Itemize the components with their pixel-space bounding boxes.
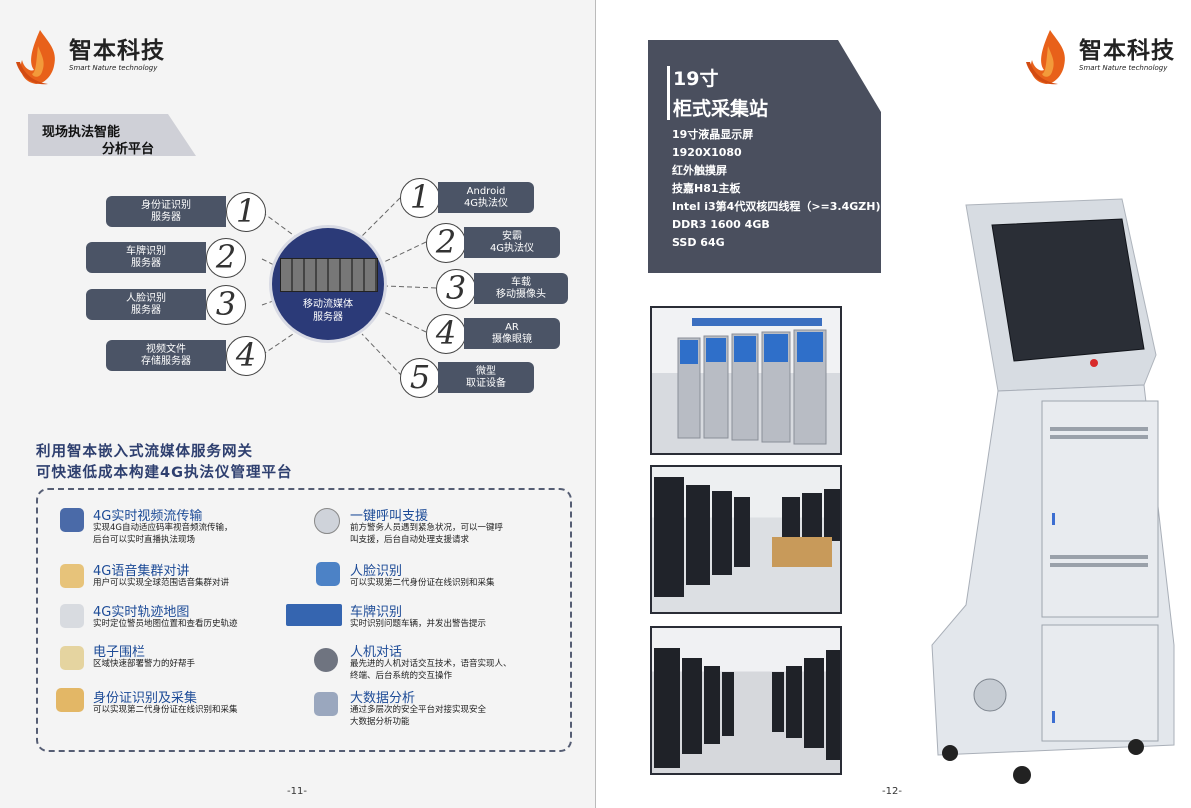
page-12: 智本科技 Smart Nature technology 19寸 柜式采集站 1… bbox=[596, 0, 1191, 808]
sos-icon bbox=[314, 508, 340, 534]
feature-title: 身份证识别及采集 bbox=[93, 691, 198, 706]
node-number: 1 bbox=[400, 178, 440, 218]
spec-line: 1920X1080 bbox=[672, 146, 742, 159]
brand-name-en: Smart Nature technology bbox=[69, 64, 158, 72]
brand-name-cn: 智本科技 bbox=[69, 38, 165, 64]
node-micro-device: 微型 取证设备 bbox=[438, 362, 534, 393]
spec-line: Intel i3第4代双核四线程（>=3.4GZH) bbox=[672, 200, 881, 213]
section-title: 现场执法智能 分析平台 bbox=[28, 114, 196, 156]
photo-cabinet-row bbox=[650, 306, 842, 455]
page-number: -12- bbox=[882, 786, 902, 797]
kiosk-hall-illustration bbox=[654, 648, 840, 768]
feature-title: 人机对话 bbox=[350, 645, 403, 660]
spec-accent-bar bbox=[667, 66, 670, 120]
speaker-icon bbox=[314, 648, 338, 672]
server-rack-icon bbox=[280, 258, 378, 292]
license-plate-icon bbox=[286, 604, 342, 626]
spec-line: DDR3 1600 4GB bbox=[672, 218, 770, 231]
feature-title: 4G语音集群对讲 bbox=[93, 564, 190, 579]
brand-name-cn: 智本科技 bbox=[1079, 38, 1175, 64]
headline-line2: 可快速低成本构建4G执法仪管理平台 bbox=[36, 465, 293, 481]
page-number: -11- bbox=[287, 786, 307, 797]
radio-icon bbox=[60, 564, 84, 588]
feature-title: 4G实时视频流传输 bbox=[93, 509, 203, 524]
section-title-line2: 分析平台 bbox=[102, 142, 155, 157]
node-plate-server: 车牌识别 服务器 bbox=[86, 242, 206, 273]
feature-desc: 可以实现第二代身份证在线识别和采集 bbox=[350, 578, 495, 588]
kiosk-product-image bbox=[931, 198, 1175, 784]
spec-line: SSD 64G bbox=[672, 236, 725, 249]
section-title-line1: 现场执法智能 bbox=[42, 125, 121, 140]
feature-box bbox=[36, 488, 572, 752]
node-ambarella-recorder: 安霸 4G执法仪 bbox=[464, 227, 560, 258]
node-face-server: 人脸识别 服务器 bbox=[86, 289, 206, 320]
brand-name-en: Smart Nature technology bbox=[1079, 64, 1168, 72]
node-id-card-server: 身份证识别 服务器 bbox=[106, 196, 226, 227]
hub-label: 移动流媒体 服务器 bbox=[303, 299, 353, 323]
map-pin-icon bbox=[60, 604, 84, 628]
node-number: 1 bbox=[226, 192, 266, 232]
spec-title-size: 19寸 bbox=[673, 68, 719, 90]
spec-title-product: 柜式采集站 bbox=[673, 98, 769, 120]
photo-kiosk-warehouse bbox=[650, 465, 842, 614]
feature-desc: 通过多层次的安全平台对接实现安全 大数据分析功能 bbox=[350, 705, 487, 727]
node-storage-server: 视频文件 存储服务器 bbox=[106, 340, 226, 371]
spec-line: 红外触摸屏 bbox=[672, 164, 727, 177]
feature-desc: 最先进的人机对话交互技术，语音实现人、 终端、后台系统的交互操作 bbox=[350, 659, 512, 681]
feature-title: 人脸识别 bbox=[350, 564, 403, 579]
flame-icon bbox=[16, 30, 55, 85]
feature-title: 一键呼叫支援 bbox=[350, 509, 429, 524]
node-number: 4 bbox=[426, 314, 466, 354]
fence-icon bbox=[60, 646, 84, 670]
feature-desc: 实时定位警员地图位置和查看历史轨迹 bbox=[93, 619, 238, 629]
node-number: 2 bbox=[426, 223, 466, 263]
page-11: 智本科技 Smart Nature technology 现场执法智能 分析平台… bbox=[0, 0, 595, 808]
feature-desc: 区域快速部署警力的好帮手 bbox=[93, 659, 196, 669]
feature-title: 车牌识别 bbox=[350, 605, 403, 620]
feature-desc: 实时识别问题车辆，并发出警告提示 bbox=[350, 619, 487, 629]
spec-line: 19寸液晶显示屏 bbox=[672, 128, 754, 141]
feature-desc: 可以实现第二代身份证在线识别和采集 bbox=[93, 705, 238, 715]
brand-logo: 智本科技 Smart Nature technology bbox=[14, 28, 165, 88]
brand-logo: 智本科技 Smart Nature technology bbox=[1024, 28, 1175, 88]
video-camera-icon bbox=[60, 508, 84, 532]
node-android-recorder: Android 4G执法仪 bbox=[438, 182, 534, 213]
node-number: 3 bbox=[436, 269, 476, 309]
cabinet-row-illustration bbox=[677, 318, 827, 445]
spec-line: 技嘉H81主板 bbox=[672, 182, 741, 195]
feature-title: 电子围栏 bbox=[93, 645, 146, 660]
id-card-icon bbox=[56, 688, 84, 712]
node-number: 3 bbox=[206, 285, 246, 325]
feature-desc: 用户可以实现全球范围语音集群对讲 bbox=[93, 578, 230, 588]
node-vehicle-camera: 车载 移动摄像头 bbox=[474, 273, 568, 304]
spec-panel: 19寸 柜式采集站 19寸液晶显示屏 1920X1080 红外触摸屏 技嘉H81… bbox=[648, 40, 881, 273]
node-ar-glasses: AR 摄像眼镜 bbox=[464, 318, 560, 349]
feature-title: 4G实时轨迹地图 bbox=[93, 605, 190, 620]
face-icon bbox=[316, 562, 340, 586]
node-number: 5 bbox=[400, 358, 440, 398]
feature-desc: 前方警务人员遇到紧急状况，可以一键呼 叫支援，后台自动处理支援请求 bbox=[350, 523, 504, 545]
feature-desc: 实现4G自动适应码率视音频流传输， 后台可以实时直播执法现场 bbox=[93, 523, 233, 545]
kiosk-warehouse-illustration bbox=[654, 477, 840, 597]
node-number: 4 bbox=[226, 336, 266, 376]
flame-icon bbox=[1026, 30, 1065, 85]
streaming-server-hub: 移动流媒体 服务器 bbox=[272, 228, 384, 340]
node-number: 2 bbox=[206, 238, 246, 278]
headline-line1: 利用智本嵌入式流媒体服务网关 bbox=[36, 444, 253, 460]
database-icon bbox=[314, 692, 338, 716]
photo-kiosk-hall bbox=[650, 626, 842, 775]
feature-title: 大数据分析 bbox=[350, 691, 416, 706]
page-divider bbox=[595, 0, 596, 808]
